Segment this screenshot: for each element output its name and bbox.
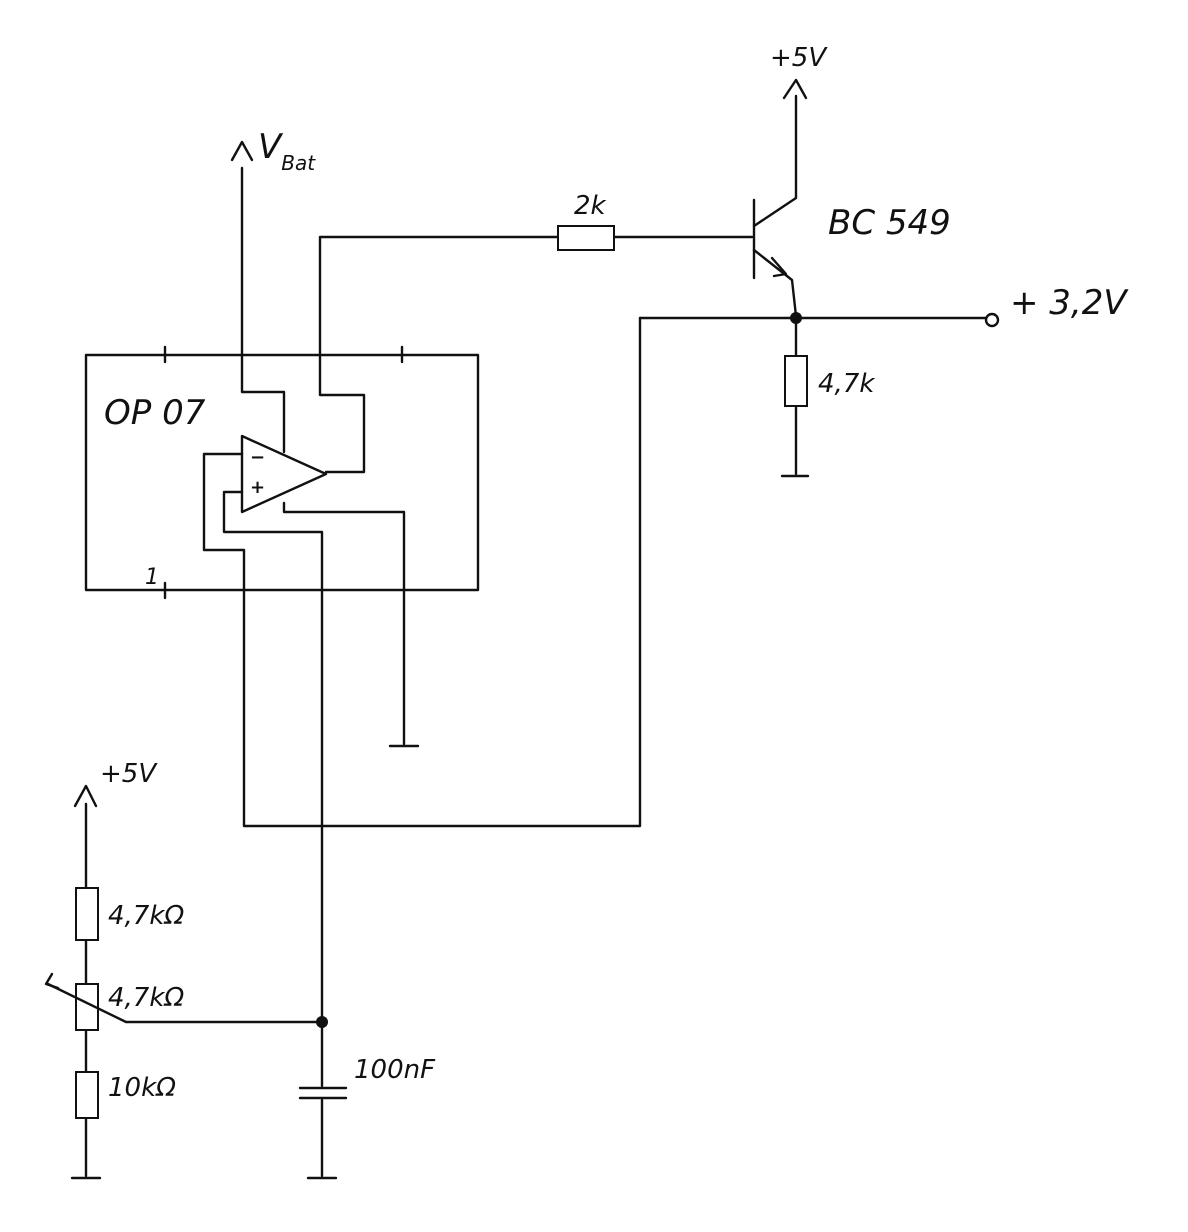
noninv-input-wire	[222, 490, 324, 1024]
supply-top-label: +5V	[770, 43, 828, 73]
capacitor-100nf	[298, 1020, 348, 1180]
vbat-label: VBat	[258, 127, 316, 175]
opamp-output-wire	[318, 235, 754, 474]
pin1-label: 1	[145, 565, 159, 590]
opamp-ground-wire	[282, 501, 420, 748]
minus-sign: −	[250, 447, 265, 468]
resistor-2k	[557, 225, 615, 251]
plus-sign: +	[250, 477, 265, 498]
pot-wiper	[46, 982, 324, 1024]
opamp-symbol	[240, 434, 328, 514]
transistor-bc549	[752, 78, 808, 318]
pot-arrow	[44, 972, 60, 990]
vbat-main: V	[258, 127, 284, 167]
r-base-label: 2k	[574, 191, 607, 221]
r-bottom-label: 10kΩ	[108, 1073, 176, 1103]
feedback-wire	[202, 316, 642, 828]
opamp-package	[84, 345, 480, 600]
divider-wire	[70, 784, 102, 1180]
opamp-label: OP 07	[104, 393, 206, 433]
output-label: + 3,2V	[1010, 283, 1129, 323]
resistor-4k7-top	[75, 887, 99, 941]
emitter-node-wire	[638, 312, 1000, 478]
supply-left-label: +5V	[100, 759, 158, 789]
r-top-label: 4,7kΩ	[108, 901, 184, 931]
transistor-label: BC 549	[828, 203, 951, 243]
cap-label: 100nF	[354, 1055, 436, 1085]
vbat-wire	[230, 140, 286, 454]
vbat-sub: Bat	[281, 151, 316, 175]
resistor-10k	[75, 1071, 99, 1119]
pot-label: 4,7kΩ	[108, 983, 184, 1013]
r-emitter-label: 4,7k	[818, 369, 875, 399]
resistor-4k7-emitter	[784, 355, 808, 407]
potentiometer-4k7	[75, 983, 99, 1031]
